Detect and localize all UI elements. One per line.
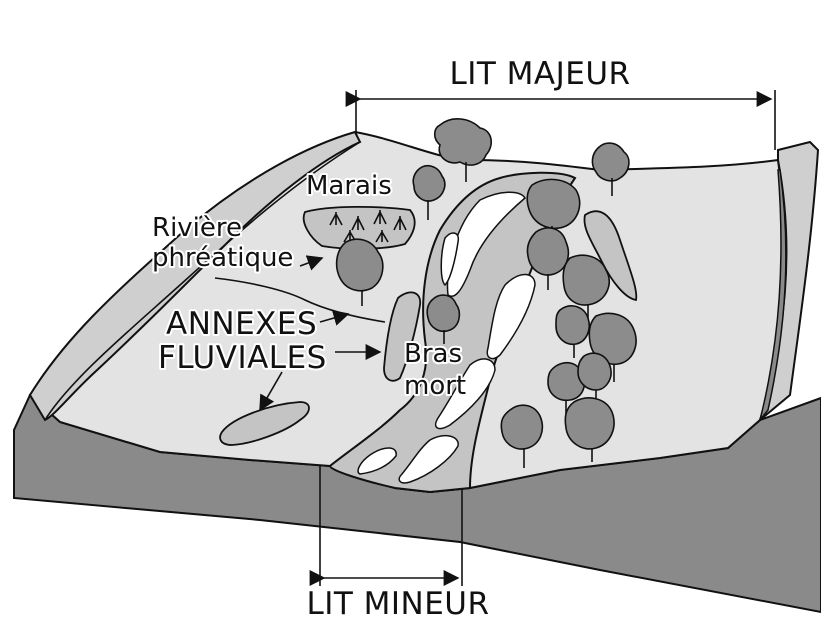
label-bras-line1: Bras	[404, 339, 462, 369]
label-riviere-line2: phréatique	[152, 243, 293, 273]
label-annexes-line1: ANNEXES	[166, 306, 317, 342]
label-bras-line2: mort	[404, 371, 466, 401]
label-marais: Marais	[306, 171, 392, 201]
label-lit-mineur: LIT MINEUR	[306, 586, 489, 619]
label-lit-majeur: LIT MAJEUR	[449, 56, 630, 92]
label-riviere-line1: Rivière	[152, 213, 242, 243]
label-annexes-line2: FLUVIALES	[158, 340, 327, 376]
